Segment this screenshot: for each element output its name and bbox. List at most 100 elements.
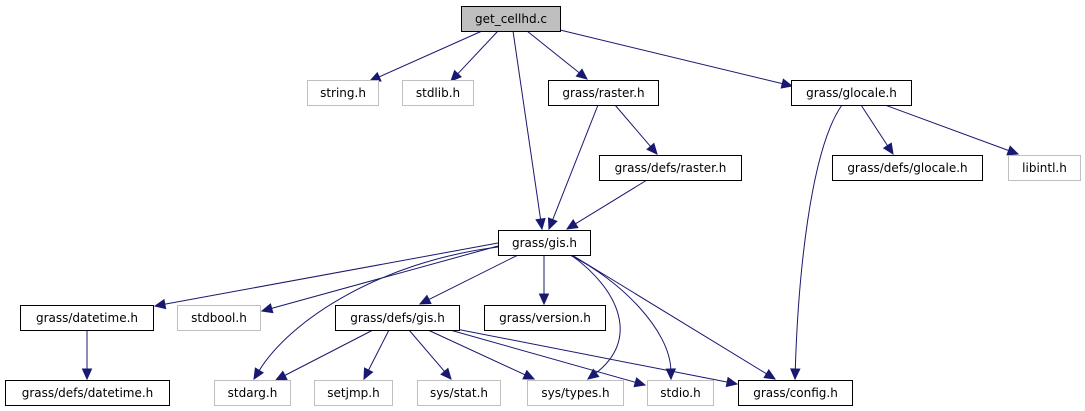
node-label: stdarg.h — [228, 386, 278, 400]
node-defs-raster-h[interactable]: grass/defs/raster.h — [599, 155, 742, 181]
node-box — [5, 380, 170, 406]
edge-line — [163, 242, 499, 305]
edge-line — [860, 104, 889, 147]
node-box — [20, 305, 154, 331]
node-box — [1008, 155, 1081, 181]
node-box — [402, 80, 474, 106]
node-box — [335, 305, 460, 331]
node-box — [647, 380, 714, 406]
node-string-h: string.h — [307, 80, 379, 106]
edge-line — [571, 254, 768, 375]
arrow-head-icon — [547, 217, 558, 231]
node-stdarg-h: stdarg.h — [214, 380, 291, 406]
edge-root-to-stdlib_h — [450, 30, 499, 82]
node-label: grass/version.h — [499, 311, 591, 325]
edge-gis_h-to-sys_types_h — [570, 254, 621, 380]
edge-line — [570, 254, 621, 374]
edge-defs_raster_h-to-gis_h — [565, 179, 648, 230]
node-stdbool-h: stdbool.h — [177, 305, 261, 331]
edge-line — [884, 104, 1010, 152]
arrow-head-icon — [253, 367, 264, 381]
node-gis-h[interactable]: grass/gis.h — [498, 230, 591, 256]
arrow-head-icon — [535, 217, 546, 231]
edge-gis_h-to-datetime_h — [153, 242, 499, 310]
node-box — [527, 380, 624, 406]
edge-defs_gis_h-to-stdio_h — [449, 329, 647, 388]
edge-gis_h-to-config_h — [571, 254, 777, 380]
arrow-head-icon — [565, 219, 579, 230]
edge-root-to-gis_h — [512, 30, 546, 231]
arrow-head-icon — [363, 367, 374, 381]
node-box — [484, 305, 606, 331]
arrow-head-icon — [780, 78, 794, 89]
edge-defs_gis_h-to-sys_stat_h — [408, 329, 452, 380]
edge-line — [551, 104, 599, 221]
node-box — [738, 380, 853, 406]
edge-defs_gis_h-to-stdarg_h — [274, 329, 374, 381]
node-box — [307, 80, 379, 106]
arrow-head-icon — [725, 376, 739, 388]
arrow-head-icon — [633, 377, 647, 388]
edge-line — [614, 104, 652, 148]
node-defs-datetime-h[interactable]: grass/defs/datetime.h — [5, 380, 170, 406]
edges-layer — [81, 29, 1020, 388]
edge-line — [367, 329, 390, 372]
node-stdio-h: stdio.h — [647, 380, 714, 406]
arrow-head-icon — [575, 68, 588, 80]
node-defs-gis-h[interactable]: grass/defs/gis.h — [335, 305, 460, 331]
node-box — [461, 6, 561, 32]
edge-line — [427, 329, 527, 376]
node-config-h[interactable]: grass/config.h — [738, 380, 853, 406]
node-raster-h[interactable]: grass/raster.h — [548, 80, 659, 106]
edge-line — [526, 30, 581, 74]
edge-line — [258, 246, 499, 372]
node-glocale-h[interactable]: grass/glocale.h — [791, 80, 912, 106]
node-label: string.h — [320, 86, 366, 100]
node-version-h[interactable]: grass/version.h — [484, 305, 606, 331]
edge-gis_h-to-stdarg_h — [253, 246, 499, 381]
edge-line — [455, 328, 729, 383]
node-label: grass/glocale.h — [806, 86, 897, 100]
arrow-head-icon — [418, 294, 432, 305]
node-box — [548, 80, 659, 106]
node-box — [177, 305, 261, 331]
node-label: libintl.h — [1022, 161, 1067, 175]
node-root[interactable]: get_cellhd.c — [461, 6, 561, 32]
node-box — [417, 380, 501, 406]
edge-line — [794, 104, 843, 371]
edge-line — [427, 254, 519, 301]
node-label: sys/stat.h — [430, 386, 488, 400]
node-label: grass/defs/gis.h — [350, 311, 445, 325]
arrow-head-icon — [368, 71, 382, 82]
arrow-head-icon — [646, 142, 658, 155]
edge-line — [456, 30, 499, 75]
node-label: grass/defs/raster.h — [615, 161, 727, 175]
edge-line — [512, 30, 542, 221]
arrow-head-icon — [440, 367, 452, 380]
node-box — [498, 230, 591, 256]
node-box — [791, 80, 912, 106]
node-label: stdlib.h — [416, 86, 460, 100]
node-stdlib-h: stdlib.h — [402, 80, 474, 106]
node-label: grass/defs/datetime.h — [22, 386, 154, 400]
node-box — [214, 380, 291, 406]
arrow-head-icon — [522, 369, 536, 380]
node-label: setjmp.h — [327, 386, 379, 400]
edge-root-to-glocale_h — [559, 29, 794, 89]
node-defs-glocale-h[interactable]: grass/defs/glocale.h — [832, 155, 983, 181]
node-datetime-h[interactable]: grass/datetime.h — [20, 305, 154, 331]
nodes-layer: get_cellhd.c string.h stdlib.h grass/raster… — [5, 6, 1081, 406]
edge-defs_gis_h-to-sys_types_h — [427, 329, 536, 380]
node-label: grass/datetime.h — [36, 311, 138, 325]
edge-line — [408, 329, 446, 373]
edge-line — [283, 329, 374, 377]
edge-line — [574, 179, 648, 225]
edge-raster_h-to-gis_h — [547, 104, 599, 231]
arrow-head-icon — [538, 293, 550, 306]
edge-defs_gis_h-to-setjmp_h — [363, 329, 390, 381]
arrow-head-icon — [790, 368, 801, 381]
node-libintl-h: libintl.h — [1008, 155, 1081, 181]
edge-glocale_h-to-config_h — [790, 104, 843, 381]
edge-root-to-string_h — [368, 30, 483, 82]
